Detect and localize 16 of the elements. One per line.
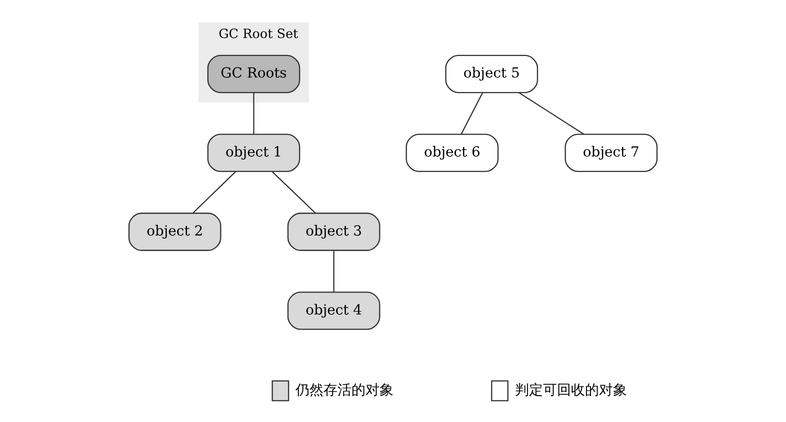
connector [253,92,254,134]
connector [518,92,584,134]
legend-label: 判定可回收的对象 [514,382,627,398]
node-box: object 3 [287,212,380,250]
node-box: object 5 [445,54,538,93]
node-box: object 6 [406,133,499,172]
legend-label: 仍然存活的对象 [296,382,394,398]
connector [460,92,483,134]
node-box: GC Roots [207,54,300,93]
connector [272,170,316,213]
node-box: object 2 [128,212,222,250]
node-box: object 1 [207,133,300,172]
connector [333,250,334,292]
node-box: object 7 [564,133,658,172]
connector [192,170,236,213]
node-box: object 4 [287,291,380,330]
